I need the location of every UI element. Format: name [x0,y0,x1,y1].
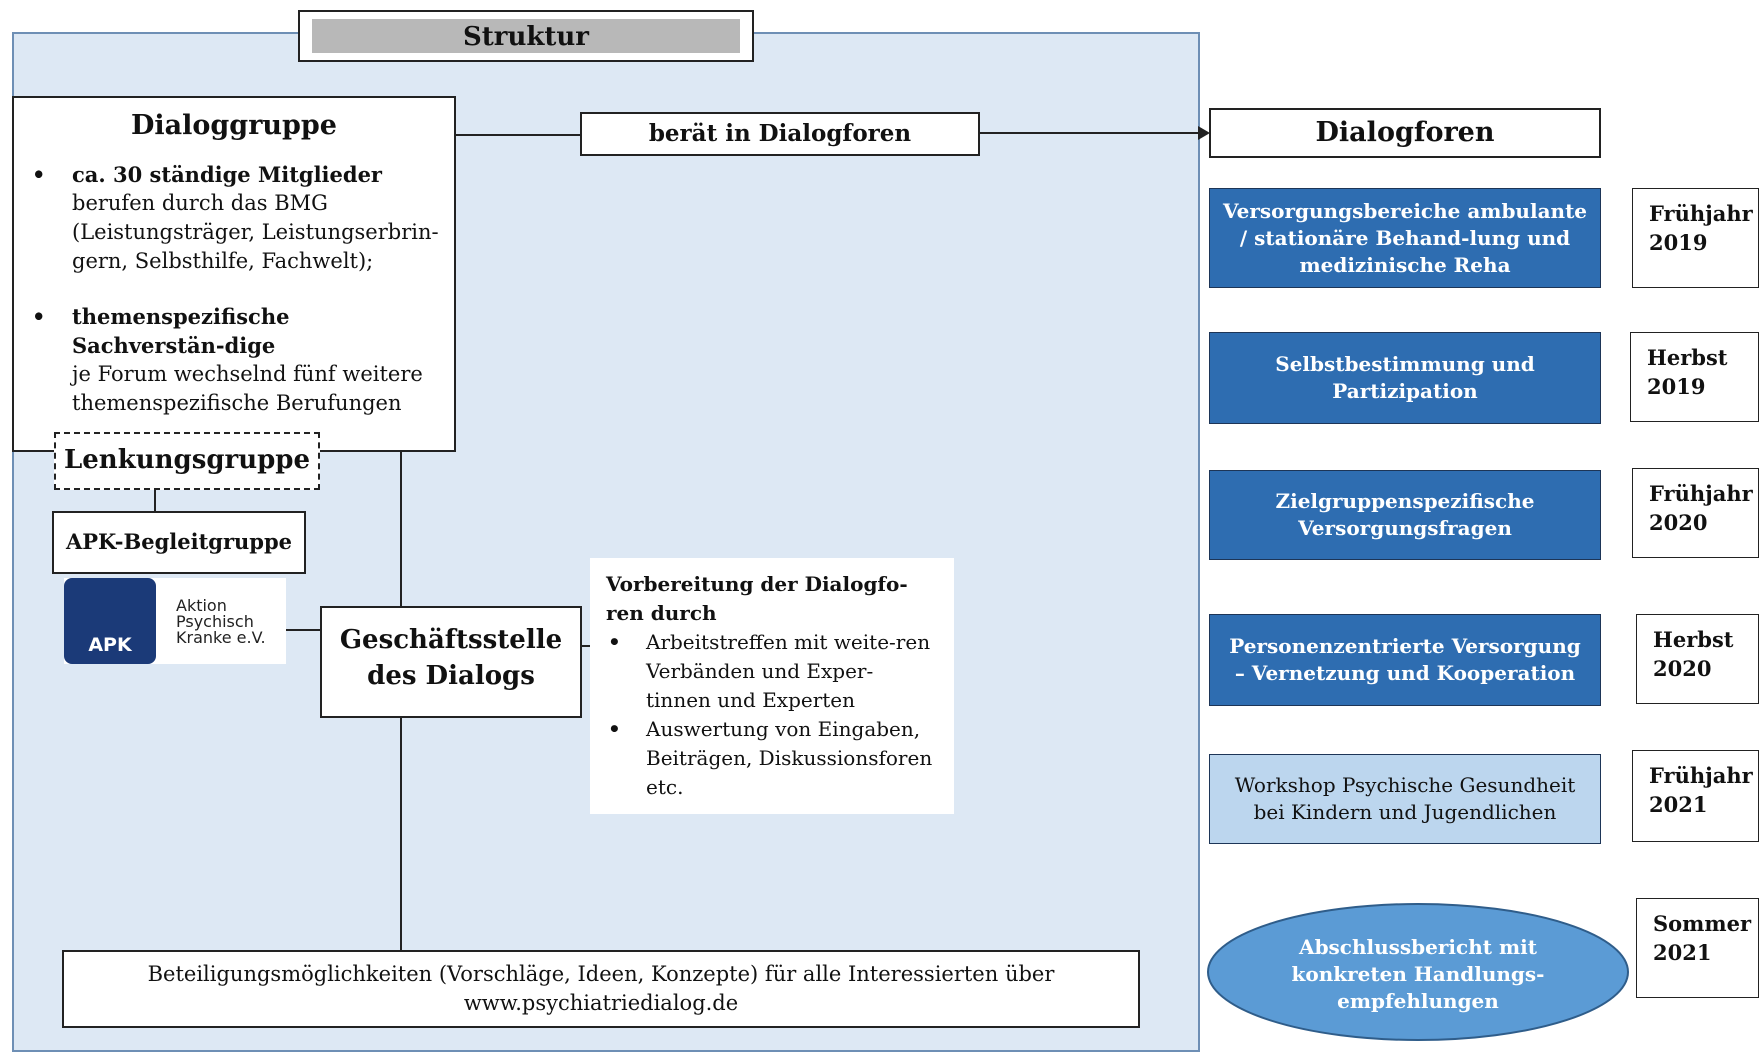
structure-title-frame: Struktur [298,10,754,62]
vorbereitung-box: Vorbereitung der Dialogfo- ren durch • A… [590,558,954,814]
forum-date: Sommer 2021 [1636,898,1759,998]
forum-box: Personenzentrierte Versorgung – Vernetzu… [1209,614,1601,706]
vorbereitung-item: • Auswertung von Eingaben, Beiträgen, Di… [606,715,938,802]
forum-date: Frühjahr 2021 [1632,750,1759,842]
forum-date-year: 2020 [1653,656,1712,681]
forum-box: Zielgruppenspezifische Versorgungsfragen [1209,470,1601,560]
vorbereitung-item: • Arbeitstreffen mit weite-ren Verbänden… [606,628,938,715]
bullet-icon: • [608,630,621,654]
connector-geschaeft-vorbereitung [582,645,590,647]
apk-logo-mark: APK [64,578,156,664]
apk-begleitgruppe-box: APK-Begleitgruppe [52,511,306,574]
forum-date-season: Herbst [1647,345,1728,370]
apk-logo-line: Aktion [176,596,227,615]
forum-box: Versorgungsbereiche ambulante / stationä… [1209,188,1601,288]
forum-box: Workshop Psychische Gesundheit bei Kinde… [1209,754,1601,844]
forum-date-year: 2019 [1647,374,1706,399]
forum-label: Workshop Psychische Gesundheit bei Kinde… [1234,773,1576,824]
bullet-icon: • [608,717,621,741]
apk-logo-line: Psychisch [176,612,254,631]
arrow-head-icon [1198,126,1210,140]
forum-label: Personenzentrierte Versorgung – Vernetzu… [1229,634,1581,685]
connector-logo-geschaeft [286,629,320,631]
forum-date-season: Frühjahr [1649,481,1753,506]
forum-date-year: 2021 [1649,792,1708,817]
forum-date-season: Sommer [1653,911,1752,936]
geschaeftsstelle-line: Geschäftsstelle [339,625,563,655]
apk-logo-letters: APK [88,634,132,656]
abschluss-ellipse: Abschlussbericht mit konkreten Handlungs… [1206,902,1630,1042]
vorbereitung-item-text: Arbeitstreffen mit weite-ren Verbänden u… [646,630,931,712]
forum-date-year: 2019 [1649,230,1708,255]
connector-lenkung-apk [154,490,156,511]
dialoggruppe-item: • themenspezifische Sachverstän-dige je … [32,302,448,418]
forum-date: Herbst 2020 [1636,614,1759,704]
dialoggruppe-item-head: ca. 30 ständige Mitglieder [72,162,382,187]
abschluss-ellipse-shape [1207,903,1629,1041]
lenkungsgruppe-box: Lenkungsgruppe [54,432,320,490]
beteiligung-url: www.psychiatriedialog.de [463,991,739,1015]
dialogforen-header: Dialogforen [1209,108,1601,158]
forum-date-year: 2020 [1649,510,1708,535]
structure-title: Struktur [462,22,589,52]
abschluss-line: Abschlussbericht mit [1299,935,1537,959]
dialoggruppe-item-head: themenspezifische Sachverstän-dige [72,304,290,358]
forum-date-season: Frühjahr [1649,201,1753,226]
dialoggruppe-item-text: berufen durch das BMG (Leistungsträger, … [72,191,439,273]
forum-label: Selbstbestimmung und Partizipation [1275,352,1535,403]
bullet-icon: • [32,304,46,329]
beteiligung-text: Beteiligungsmöglichkeiten (Vorschläge, I… [147,962,1055,986]
forum-date-season: Frühjahr [1649,763,1753,788]
forum-label: Zielgruppenspezifische Versorgungsfragen [1275,489,1535,540]
abschluss-line: konkreten Handlungs- [1291,962,1545,986]
apk-logo-line: Kranke e.V. [176,628,266,647]
forum-date: Frühjahr 2019 [1632,188,1759,288]
beteiligung-box: Beteiligungsmöglichkeiten (Vorschläge, I… [62,950,1140,1028]
forum-date: Herbst 2019 [1630,332,1759,422]
dialoggruppe-list: • ca. 30 ständige Mitglieder berufen dur… [32,160,448,444]
forum-date: Frühjahr 2020 [1632,468,1759,558]
apk-logo: APK Aktion Psychisch Kranke e.V. [64,578,286,664]
beraet-label-box: berät in Dialogforen [580,112,980,156]
structure-title-bar: Struktur [312,19,740,53]
abschluss-label: Abschlussbericht mit konkreten Handlungs… [1206,934,1630,1015]
connector-dialoggruppe-beraet [456,134,580,136]
abschluss-line: empfehlungen [1337,989,1499,1013]
dialoggruppe-title: Dialoggruppe [131,110,337,141]
vorbereitung-item-text: Auswertung von Eingaben, Beiträgen, Disk… [646,717,933,799]
forum-date-year: 2021 [1653,940,1712,965]
bullet-icon: • [32,162,46,187]
dialoggruppe-item-text: je Forum wechselnd fünf weitere themensp… [72,362,423,415]
vorbereitung-heading: Vorbereitung der Dialogfo- [606,572,908,596]
apk-logo-text: Aktion Psychisch Kranke e.V. [176,598,266,646]
forum-date-season: Herbst [1653,627,1734,652]
geschaeftsstelle-box: Geschäftsstelle des Dialogs [320,606,582,718]
forum-label: Versorgungsbereiche ambulante / stationä… [1222,198,1588,277]
dialoggruppe-item: • ca. 30 ständige Mitglieder berufen dur… [32,160,448,276]
vorbereitung-heading: ren durch [606,601,717,625]
forum-box: Selbstbestimmung und Partizipation [1209,332,1601,424]
connector-beraet-dialogforen [980,132,1202,134]
dialoggruppe-box: Dialoggruppe • ca. 30 ständige Mitgliede… [12,96,456,452]
geschaeftsstelle-line: des Dialogs [367,661,535,691]
